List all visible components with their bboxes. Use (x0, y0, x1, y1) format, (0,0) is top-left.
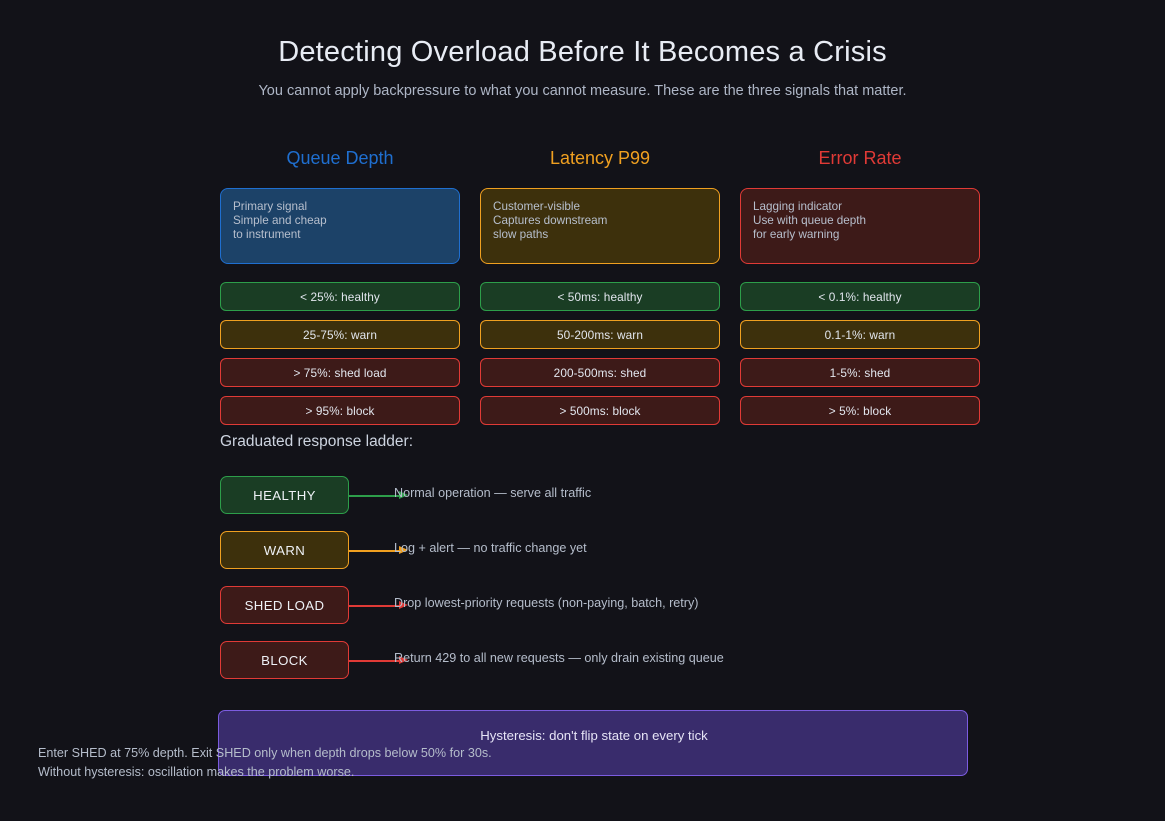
ladder-state-box: SHED LOAD (220, 586, 349, 624)
page-title: Detecting Overload Before It Becomes a C… (278, 36, 887, 68)
threshold-pill-warn: 25-75%: warn (220, 320, 460, 349)
threshold-pill-block: > 5%: block (740, 396, 980, 425)
ladder-arrow-icon (349, 656, 409, 664)
ladder-state-box: HEALTHY (220, 476, 349, 514)
threshold-list: < 50ms: healthy 50-200ms: warn 200-500ms: … (480, 282, 720, 425)
arrow-head (399, 601, 408, 609)
hysteresis-note: Enter SHED at 75% depth. Exit SHED only … (38, 746, 492, 760)
arrow-shaft (349, 660, 401, 662)
arrow-head (399, 491, 408, 499)
threshold-pill-shed: 200-500ms: shed (480, 358, 720, 387)
signal-card-line: Lagging indicator (753, 200, 843, 213)
signal-card-line: Simple and cheap (233, 214, 327, 228)
signal-heading: Latency P99 (549, 148, 651, 168)
ladder-description: Return 429 to all new requests — only dr… (394, 651, 724, 665)
ladder-arrow-icon (349, 491, 409, 499)
signal-card-line: Use with queue depth (753, 214, 867, 228)
threshold-pill-shed: > 75%: shed load (220, 358, 460, 387)
threshold-pill-shed: 1-5%: shed (740, 358, 980, 387)
threshold-pill-block: > 95%: block (220, 396, 460, 425)
hysteresis-notes: Enter SHED at 75% depth. Exit SHED only … (38, 744, 1038, 782)
ladder-title: Graduated response ladder: (220, 433, 414, 450)
ladder-description: Normal operation — serve all traffic (394, 486, 592, 500)
signal-card-line: Primary signal (233, 200, 308, 213)
arrow-shaft (349, 605, 401, 607)
threshold-pill-healthy: < 0.1%: healthy (740, 282, 980, 311)
signal-card-line: slow paths (493, 228, 549, 242)
hysteresis-callout: Hysteresis: don't flip state on every ti… (218, 710, 968, 776)
arrow-head (399, 546, 408, 554)
arrow-shaft (349, 550, 401, 552)
signal-card-line: Customer-visible (493, 200, 581, 213)
signal-card-line: to instrument (233, 228, 301, 242)
threshold-pill-block: > 500ms: block (480, 396, 720, 425)
signal-card-line: for early warning (753, 228, 840, 242)
threshold-pill-healthy: < 25%: healthy (220, 282, 460, 311)
threshold-pill-warn: 50-200ms: warn (480, 320, 720, 349)
arrow-shaft (349, 495, 401, 497)
page-subtitle: You cannot apply backpressure to what yo… (258, 83, 907, 99)
ladder-state-box: WARN (220, 531, 349, 569)
ladder-description: Drop lowest-priority requests (non-payin… (394, 596, 699, 610)
ladder-description: Log + alert — no traffic change yet (394, 541, 587, 555)
threshold-pill-healthy: < 50ms: healthy (480, 282, 720, 311)
hysteresis-note: Without hysteresis: oscillation makes th… (38, 765, 355, 779)
signal-heading: Error Rate (818, 148, 902, 168)
threshold-pill-warn: 0.1-1%: warn (740, 320, 980, 349)
ladder-arrow-icon (349, 601, 409, 609)
signal-card-line: Captures downstream (493, 214, 608, 228)
signal-heading: Queue Depth (286, 148, 394, 168)
ladder-state-box: BLOCK (220, 641, 349, 679)
ladder-arrow-icon (349, 546, 409, 554)
hysteresis-title: Hysteresis: don't flip state on every ti… (480, 728, 708, 743)
threshold-list: < 0.1%: healthy 0.1-1%: warn 1-5%: shed > 5… (740, 282, 980, 425)
threshold-list: < 25%: healthy 25-75%: warn > 75%: shed lo… (220, 282, 460, 425)
arrow-head (399, 656, 408, 664)
